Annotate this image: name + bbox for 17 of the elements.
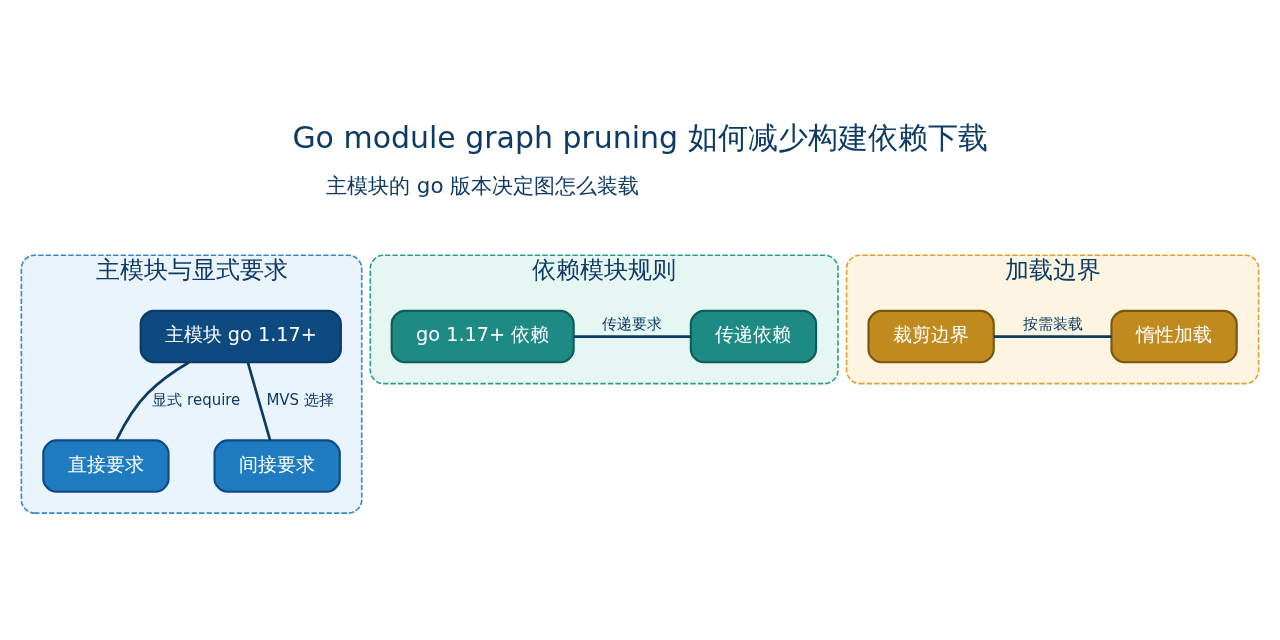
- connector: [246, 361, 272, 441]
- connector: [573, 334, 691, 338]
- connector: [115, 360, 190, 441]
- node-box: 直接要求: [42, 438, 170, 493]
- connector: [994, 334, 1112, 338]
- node-box: go 1.17+ 依赖: [390, 309, 575, 363]
- node-box: 惰性加载: [1110, 309, 1238, 363]
- node-box: 传递依赖: [689, 309, 818, 363]
- node-box: 主模块 go 1.17+: [139, 309, 342, 363]
- node-box: 裁剪边界: [867, 309, 995, 363]
- edge-label: 按需装载: [1022, 314, 1083, 333]
- edge-label: 显式 require: [152, 390, 241, 409]
- edge-label: 传递要求: [602, 314, 663, 333]
- edge-label: MVS 选择: [266, 390, 334, 409]
- diagram-title: Go module graph pruning 如何减少构建依赖下载: [292, 119, 988, 155]
- node-box: 间接要求: [213, 438, 341, 493]
- label: 主模块的 go 版本决定图怎么装载: [326, 172, 640, 198]
